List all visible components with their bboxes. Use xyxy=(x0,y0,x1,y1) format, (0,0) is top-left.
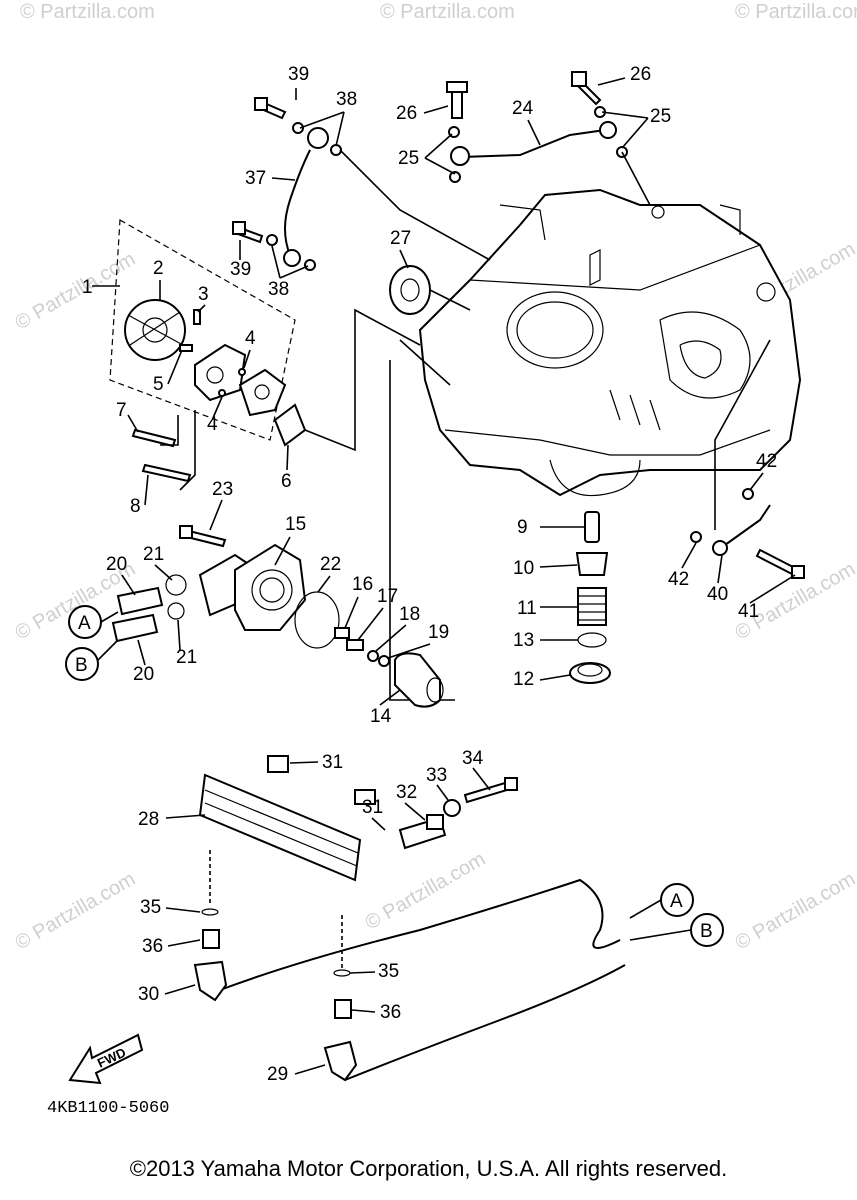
label-15: 15 xyxy=(285,514,306,535)
label-20-bottom: 20 xyxy=(133,664,154,685)
label-25-right: 25 xyxy=(650,106,671,127)
label-34: 34 xyxy=(462,748,484,769)
relief-valve xyxy=(569,511,611,684)
fwd-arrow: FWD xyxy=(68,1033,144,1085)
label-38: 38 xyxy=(268,279,289,300)
label-35-right: 35 xyxy=(378,961,399,982)
label-9: 9 xyxy=(517,517,528,538)
label-25-left: 25 xyxy=(398,148,419,169)
label-41: 41 xyxy=(738,601,759,622)
label-32: 32 xyxy=(396,782,417,803)
crankcase-drawing xyxy=(418,188,802,497)
watermark-4: © Partzilla.com xyxy=(12,248,140,334)
label-4-top: 4 xyxy=(245,328,256,349)
label-6: 6 xyxy=(281,471,292,492)
label-18: 18 xyxy=(399,604,420,625)
watermark-8: © Partzilla.com xyxy=(12,868,140,954)
callout-B-right: B xyxy=(700,921,713,942)
label-39: 39 xyxy=(230,259,251,280)
label-35-left: 35 xyxy=(140,897,161,918)
label-14: 14 xyxy=(370,706,392,727)
label-23: 23 xyxy=(212,479,233,500)
callout-A-left: A xyxy=(78,613,91,634)
callout-A-right: A xyxy=(670,891,683,912)
filter-housing xyxy=(111,525,444,708)
label-27: 27 xyxy=(390,228,411,249)
label-26-right: 26 xyxy=(630,64,651,85)
label-36-left: 36 xyxy=(142,936,163,957)
label-40: 40 xyxy=(707,584,728,605)
oil-pipes xyxy=(232,71,628,315)
part-labels: 39 38 37 39 38 26 26 24 25 25 27 1 2 3 4… xyxy=(82,64,777,1085)
label-42-top: 42 xyxy=(756,451,777,472)
label-5: 5 xyxy=(153,374,164,395)
label-31: 31 xyxy=(362,797,383,818)
label-20-top: 20 xyxy=(106,554,127,575)
callout-B-left: B xyxy=(75,655,88,676)
label-2: 2 xyxy=(153,258,164,279)
label-26-left: 26 xyxy=(396,103,417,124)
label-8: 8 xyxy=(130,496,141,517)
label-16: 16 xyxy=(352,574,373,595)
watermark-3: © Partzilla.com xyxy=(735,1,857,23)
label-3: 3 xyxy=(198,284,209,305)
label-19: 19 xyxy=(428,622,449,643)
label-4-bottom: 4 xyxy=(207,414,218,435)
breather-parts xyxy=(690,488,805,579)
label-22: 22 xyxy=(320,554,341,575)
label-28: 28 xyxy=(138,809,159,830)
label-31-top: 31 xyxy=(322,752,343,773)
label-10: 10 xyxy=(513,558,534,579)
label-12: 12 xyxy=(513,669,534,690)
oil-pump-assembly xyxy=(109,219,307,483)
watermark-9: © Partzilla.com xyxy=(732,868,857,954)
label-21-top: 21 xyxy=(143,544,164,565)
fwd-label: FWD xyxy=(95,1045,128,1071)
label-37: 37 xyxy=(245,168,266,189)
label-38-top: 38 xyxy=(336,89,357,110)
label-11: 11 xyxy=(517,598,537,619)
label-24: 24 xyxy=(512,98,534,119)
label-7: 7 xyxy=(116,400,127,421)
label-29: 29 xyxy=(267,1064,288,1085)
label-33: 33 xyxy=(426,765,447,786)
watermark-1: © Partzilla.com xyxy=(20,1,155,23)
label-21-bottom: 21 xyxy=(176,647,197,668)
label-1: 1 xyxy=(82,277,93,298)
oil-cooler xyxy=(193,755,626,1082)
label-13: 13 xyxy=(513,630,534,651)
label-30: 30 xyxy=(138,984,159,1005)
copyright-notice: ©2013 Yamaha Motor Corporation, U.S.A. A… xyxy=(129,1156,728,1181)
label-leaders xyxy=(121,77,796,1075)
label-17: 17 xyxy=(377,586,398,607)
label-39-top: 39 xyxy=(288,64,309,85)
watermark-2: © Partzilla.com xyxy=(380,1,515,23)
drawing-code: 4KB1100-5060 xyxy=(47,1099,169,1118)
label-42-bottom: 42 xyxy=(668,569,689,590)
callout-circles: A B A B xyxy=(65,605,724,947)
label-36-right: 36 xyxy=(380,1002,401,1023)
